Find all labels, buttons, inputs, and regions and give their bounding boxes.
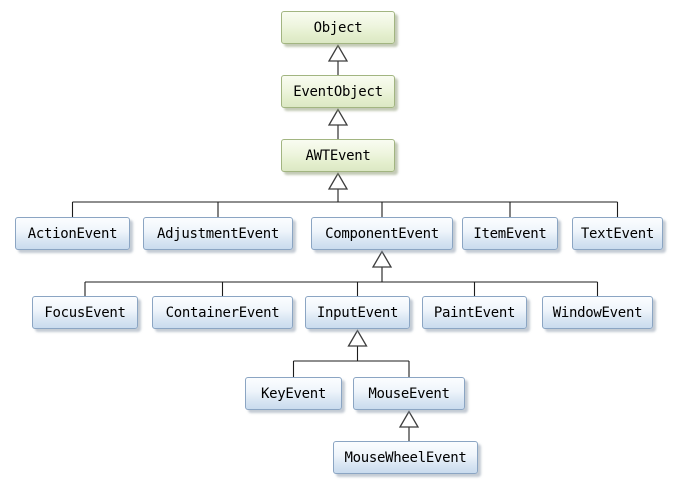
- inheritance-arrowhead-mouseevent: [398, 410, 420, 428]
- class-node-keyevent: KeyEvent: [245, 377, 342, 410]
- class-node-adjustmentevent: AdjustmentEvent: [143, 217, 293, 250]
- class-node-textevent: TextEvent: [572, 217, 663, 250]
- inheritance-arrowhead-componentevent: [371, 250, 393, 268]
- inheritance-arrowhead-inputevent: [347, 329, 368, 347]
- edge-awtevent-children-bus: [71, 189, 619, 218]
- class-node-object: Object: [281, 11, 395, 44]
- class-node-itemevent: ItemEvent: [462, 217, 558, 250]
- class-node-eventobject: EventObject: [281, 75, 395, 108]
- class-node-windowevent: WindowEvent: [542, 296, 653, 329]
- class-node-paintevent: PaintEvent: [422, 296, 527, 329]
- edge-inputevent-children-bus: [292, 346, 410, 378]
- class-node-mouseevent: MouseEvent: [353, 377, 465, 410]
- class-node-inputevent: InputEvent: [305, 296, 410, 329]
- edge-componentevent-children-bus: [84, 267, 599, 297]
- inheritance-arrowhead-awtevent: [327, 172, 349, 190]
- class-node-awtevent: AWTEvent: [281, 139, 395, 172]
- class-node-containerevent: ContainerEvent: [152, 296, 293, 329]
- class-node-componentevent: ComponentEvent: [311, 217, 453, 250]
- class-node-mousewheelevent: MouseWheelEvent: [333, 441, 478, 474]
- class-node-actionevent: ActionEvent: [15, 217, 130, 250]
- class-node-focusevent: FocusEvent: [32, 296, 138, 329]
- inheritance-arrowhead-eventobject: [327, 108, 349, 126]
- inheritance-arrowhead-object: [327, 44, 349, 62]
